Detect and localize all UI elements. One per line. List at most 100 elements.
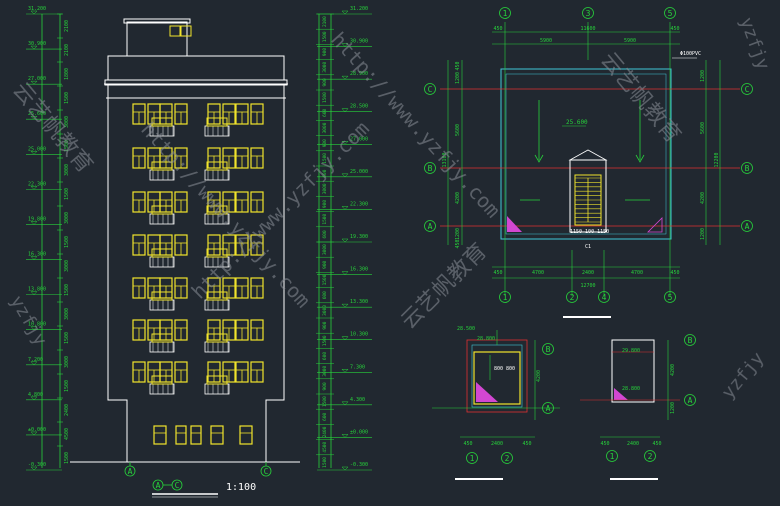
roof-corner-hatch [507,216,663,233]
window [235,191,249,213]
floor-windows-1 [132,103,264,137]
dimension-text: 1200 [455,72,461,84]
dimension-text: 3000 [322,122,328,133]
small-right-dim-lines [600,340,669,438]
level-mark: 16.300 [317,267,372,275]
dimension-text: 450 [463,441,472,447]
window [235,103,249,125]
dimension-text: 5600 [455,124,461,136]
axis-label: B [546,345,551,354]
bottom-axis-4: 4 [598,291,610,303]
dimension-text: 1200 [455,228,461,240]
dimension-text: 600 [322,352,328,360]
dimension-text: 2400 [322,426,328,437]
small-left-axis-b: B [542,343,554,355]
window [132,191,146,213]
building-outline [70,18,300,463]
window [207,234,221,256]
dimension-text: 450 [522,441,531,447]
level-mark: 7.200 [26,357,62,366]
balcony [204,117,230,137]
window [174,277,188,299]
balcony [204,333,230,353]
level-mark: 10.800 [26,322,62,331]
right-axis-C: C [741,83,753,95]
window [147,191,161,213]
top-axis-3: 3 [582,7,594,19]
level-value: -0.300 [28,462,46,468]
balcony [204,375,230,395]
dimension-text: 900 [322,321,328,329]
window [207,147,221,169]
dimension-text: 12200 [714,152,720,167]
level-mark: -0.300 [26,462,62,471]
level-mark: 22.300 [26,181,62,190]
axis-label: C [745,85,750,94]
window [147,234,161,256]
level-value: ±0.000 [28,427,46,433]
level-mark: 28.500 [317,104,372,113]
window [174,319,188,341]
level-value: 13.800 [28,287,46,293]
dimension-text: 4200 [536,370,542,382]
dimension-text: 3000 [64,260,70,272]
level-mark: 22.300 [317,201,372,210]
stair-dims: 1150 100 1150 [570,229,609,235]
stair-window [169,25,181,37]
floor-windows-3 [132,191,264,225]
dimension-text: 1500 [322,396,328,407]
balcony [204,161,230,181]
level-value: 10.300 [350,332,368,338]
level-value: 25.000 [28,146,46,152]
window [132,277,146,299]
level-mark: ±0.000 [317,429,372,438]
level-value: 28.500 [350,104,368,110]
level-value: 31.200 [28,6,46,12]
plan-title-underline [610,478,658,480]
dimension-text: 3000 [64,164,70,176]
small-right-axis-a: A [684,394,696,406]
dimension-text: 3000 [322,183,328,194]
window [147,319,161,341]
window [159,361,173,383]
axis-label: 3 [586,9,591,18]
level-value: 28.900 [350,71,368,77]
small-left-level-mid: 28.800 [477,336,495,342]
window [159,234,173,256]
window [174,361,188,383]
plan-title-underline [455,478,503,480]
watermark-text: yzfjy [718,348,769,403]
ground-window [190,425,202,445]
dimension-text: 1500 [64,92,70,104]
dimension-text: 600 [322,291,328,299]
top-axis-1: 1 [499,7,511,19]
top-axis-5: 5 [664,7,676,19]
floor-windows-5 [132,277,264,311]
window [159,277,173,299]
side-dimension-lines [447,60,721,245]
front-elevation: 31.20030.90027.00025.60025.00022.30019.8… [26,6,372,498]
axis-label: B [428,164,433,173]
left-axis-A: A [424,220,436,232]
window [250,191,264,213]
window [132,147,146,169]
dimension-text: 2400 [627,441,639,447]
level-mark: 16.300 [26,252,62,260]
dimension-text: 1500 [64,332,70,344]
ground-floor-windows [153,425,253,445]
window [132,103,146,125]
window [132,234,146,256]
dimension-text: 4700 [532,270,544,276]
balcony [204,248,230,268]
dimension-text: 11600 [580,26,595,32]
axis-label: A [546,404,551,413]
balcony [149,291,175,311]
title-axis-a: A [156,481,161,490]
window [159,319,173,341]
dimension-text: 1500 [322,274,328,285]
window [174,191,188,213]
dimension-text: 1200 [670,402,676,414]
